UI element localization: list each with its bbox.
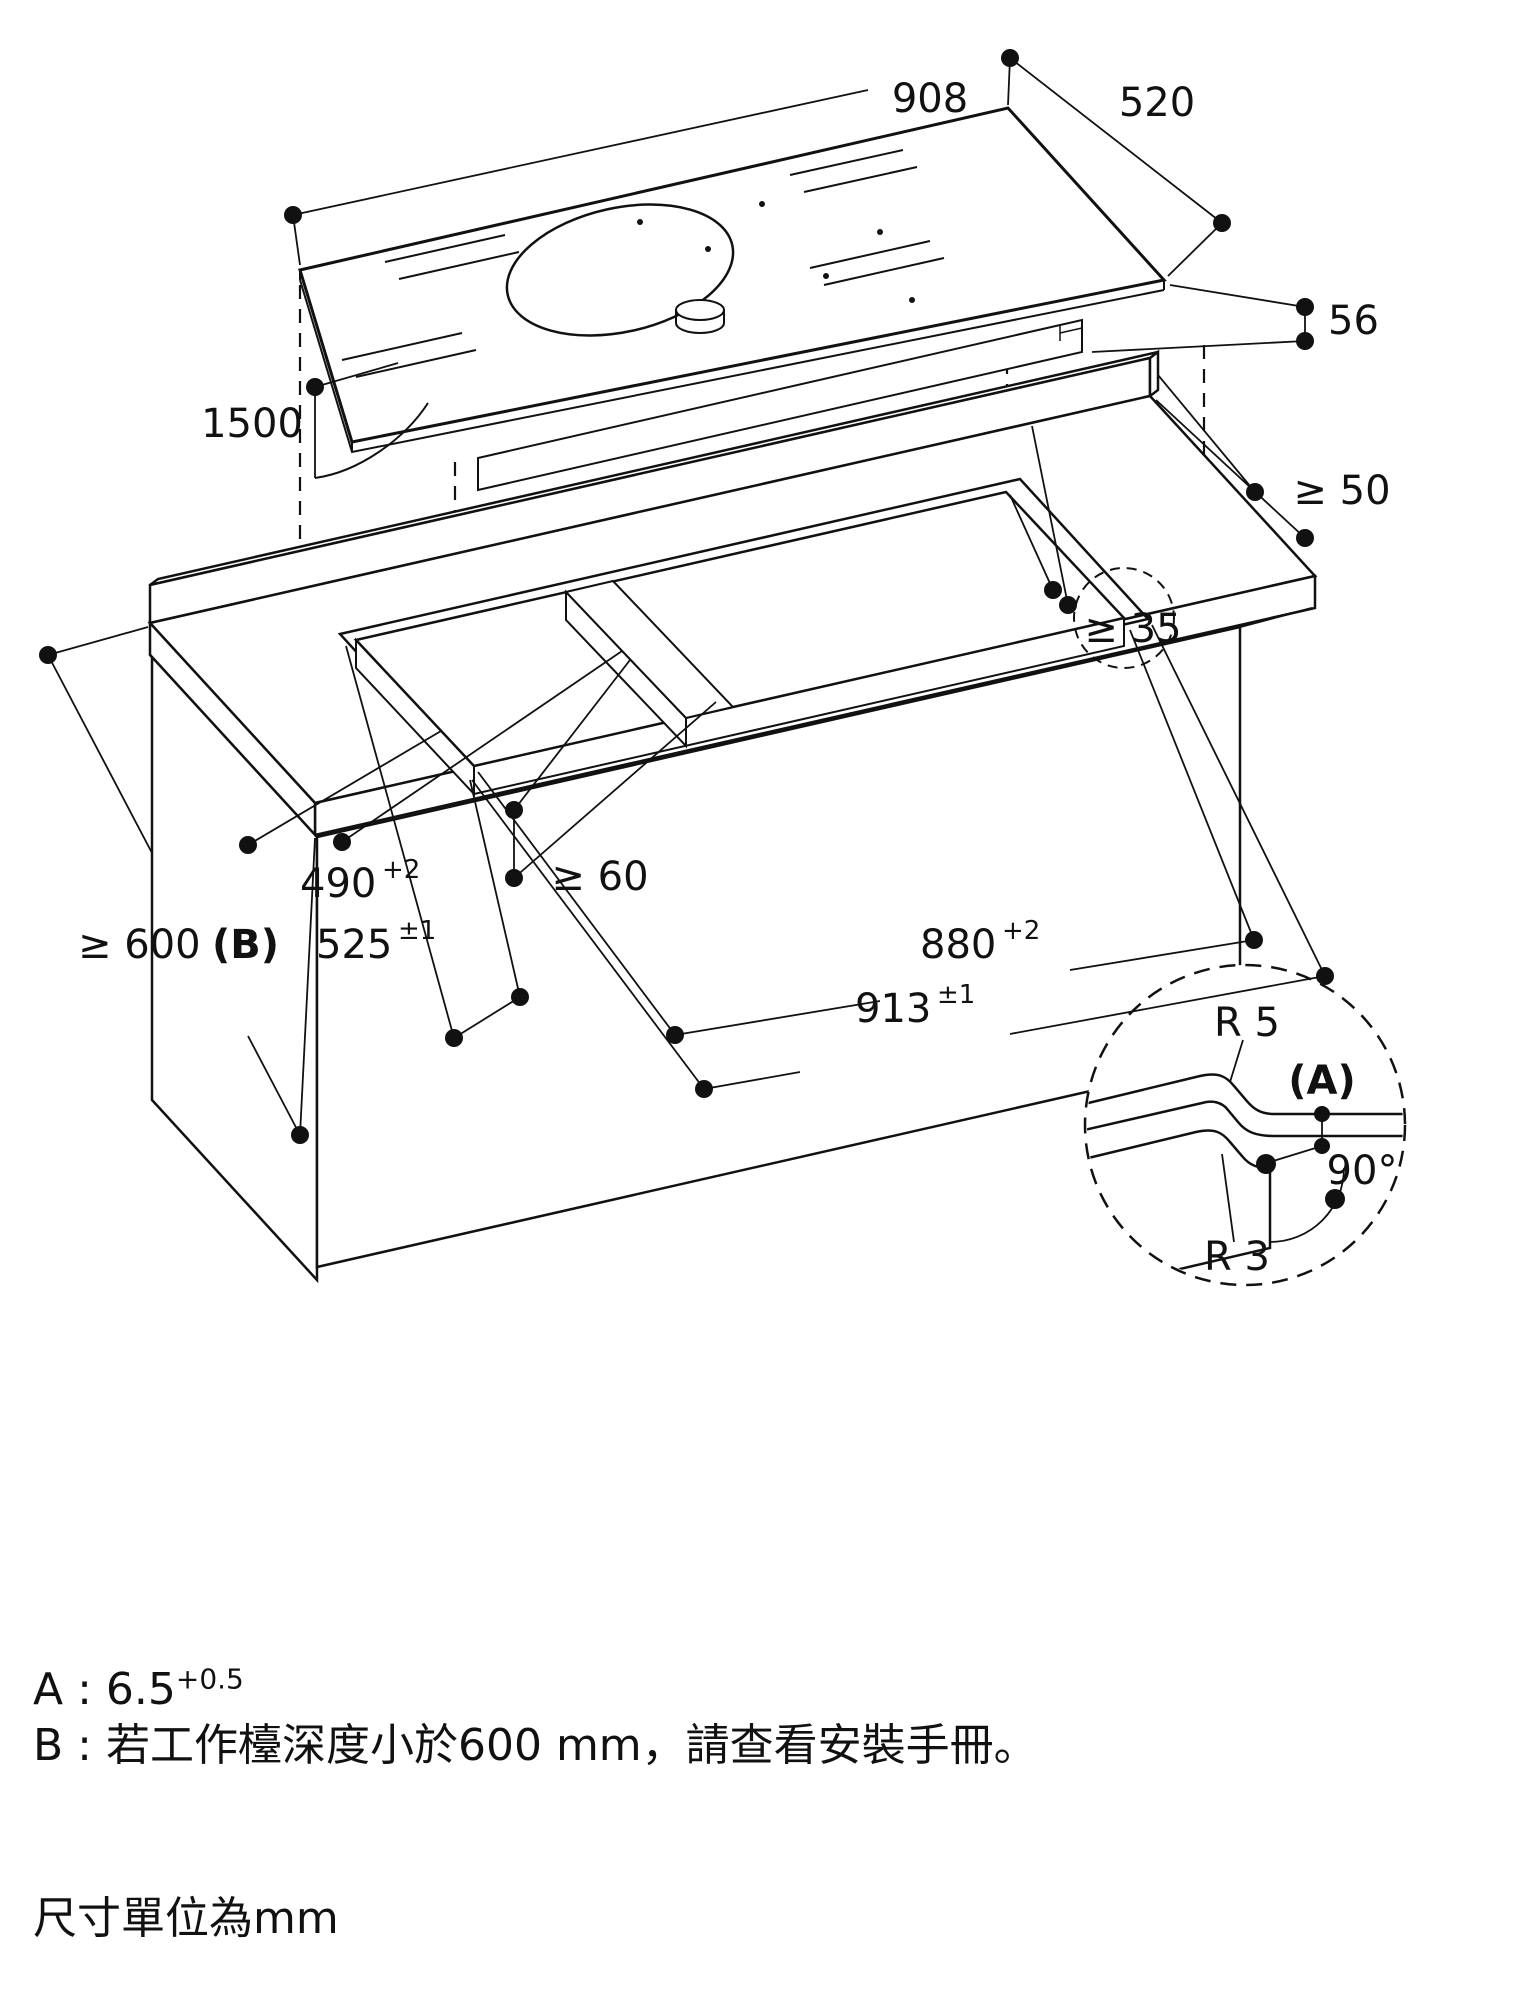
- dim-880: 880 +2: [477, 629, 1263, 1044]
- detail-circle: R 5 (A) 90° R 3: [1083, 963, 1407, 1287]
- note-b: B : 若工作檯深度小於600 mm，請查看安裝手冊。: [33, 1718, 1483, 1774]
- dim-min50-label: ≥ 50: [1293, 468, 1390, 514]
- dim-min60-label: ≥ 60: [551, 854, 648, 900]
- dim-525-label: 525: [316, 922, 392, 968]
- units-note-text: 尺寸單位為mm: [33, 1893, 339, 1944]
- sensor-dots: [637, 201, 915, 303]
- dim-min35: ≥ 35: [1009, 425, 1182, 652]
- detail-r5-label: R 5: [1214, 1000, 1280, 1046]
- note-a: A : 6.5+0.5: [33, 1662, 1483, 1718]
- cooktop-base: [477, 318, 1083, 492]
- dim-520-label: 520: [1119, 80, 1195, 126]
- detail-circle-outline: [1083, 963, 1407, 1287]
- units-note: 尺寸單位為mm: [33, 1882, 339, 1946]
- detail-r3-label: R 3: [1204, 1234, 1270, 1280]
- dim-490-tolerance: +2: [382, 855, 420, 885]
- dim-880-tolerance: +2: [1002, 916, 1040, 946]
- dim-525: 525 ±1: [316, 645, 529, 1047]
- detail-90deg-label: 90°: [1327, 1148, 1398, 1194]
- cooking-zone-circle: [505, 203, 735, 337]
- dim-1500: 1500: [201, 362, 429, 479]
- dim-min35-label: ≥ 35: [1084, 606, 1181, 652]
- detail-a-label: (A): [1288, 1058, 1356, 1104]
- note-b-text: B : 若工作檯深度小於600 mm，請查看安裝手冊。: [33, 1720, 1038, 1771]
- worktop-cutout: [337, 477, 1151, 797]
- cross-section-upper: [1087, 1073, 1403, 1138]
- corner-reference-circle: [1073, 567, 1175, 669]
- dim-913-label: 913: [855, 986, 931, 1032]
- dim-913: 913 ±1: [471, 624, 1334, 1098]
- cooktop-panel: [298, 106, 1167, 492]
- corner-point: [1256, 1154, 1276, 1174]
- angle-arc: [1269, 1167, 1345, 1243]
- dim-913-tolerance: ±1: [937, 980, 975, 1010]
- note-a-text: A : 6.5: [33, 1664, 176, 1715]
- cabinet: [150, 607, 1313, 1284]
- dim-908: 908: [284, 49, 1019, 266]
- dim-min50: ≥ 50: [1155, 374, 1391, 547]
- power-cable-curve: [314, 402, 429, 479]
- zone-markings: [341, 149, 945, 378]
- dim-520: 520: [1009, 57, 1231, 277]
- control-knob: [675, 299, 725, 334]
- footnotes: A : 6.5+0.5 B : 若工作檯深度小於600 mm，請查看安裝手冊。: [33, 1662, 1483, 1774]
- note-a-tolerance: +0.5: [175, 1662, 244, 1696]
- dim-56-label: 56: [1328, 298, 1379, 344]
- cutout-divider: [564, 579, 735, 749]
- dim-880-label: 880: [920, 922, 996, 968]
- dim-min600: ≥ 600 (B): [39, 626, 316, 1144]
- dim-min600-ref-b: (B): [212, 922, 279, 968]
- dim-525-tolerance: ±1: [398, 916, 436, 946]
- detail-circle-bg: [1085, 965, 1405, 1285]
- dim-56: 56: [1091, 284, 1379, 353]
- dim-min600-label: ≥ 600: [78, 922, 201, 968]
- dim-908-label: 908: [892, 76, 968, 122]
- dim-1500-label: 1500: [201, 401, 303, 447]
